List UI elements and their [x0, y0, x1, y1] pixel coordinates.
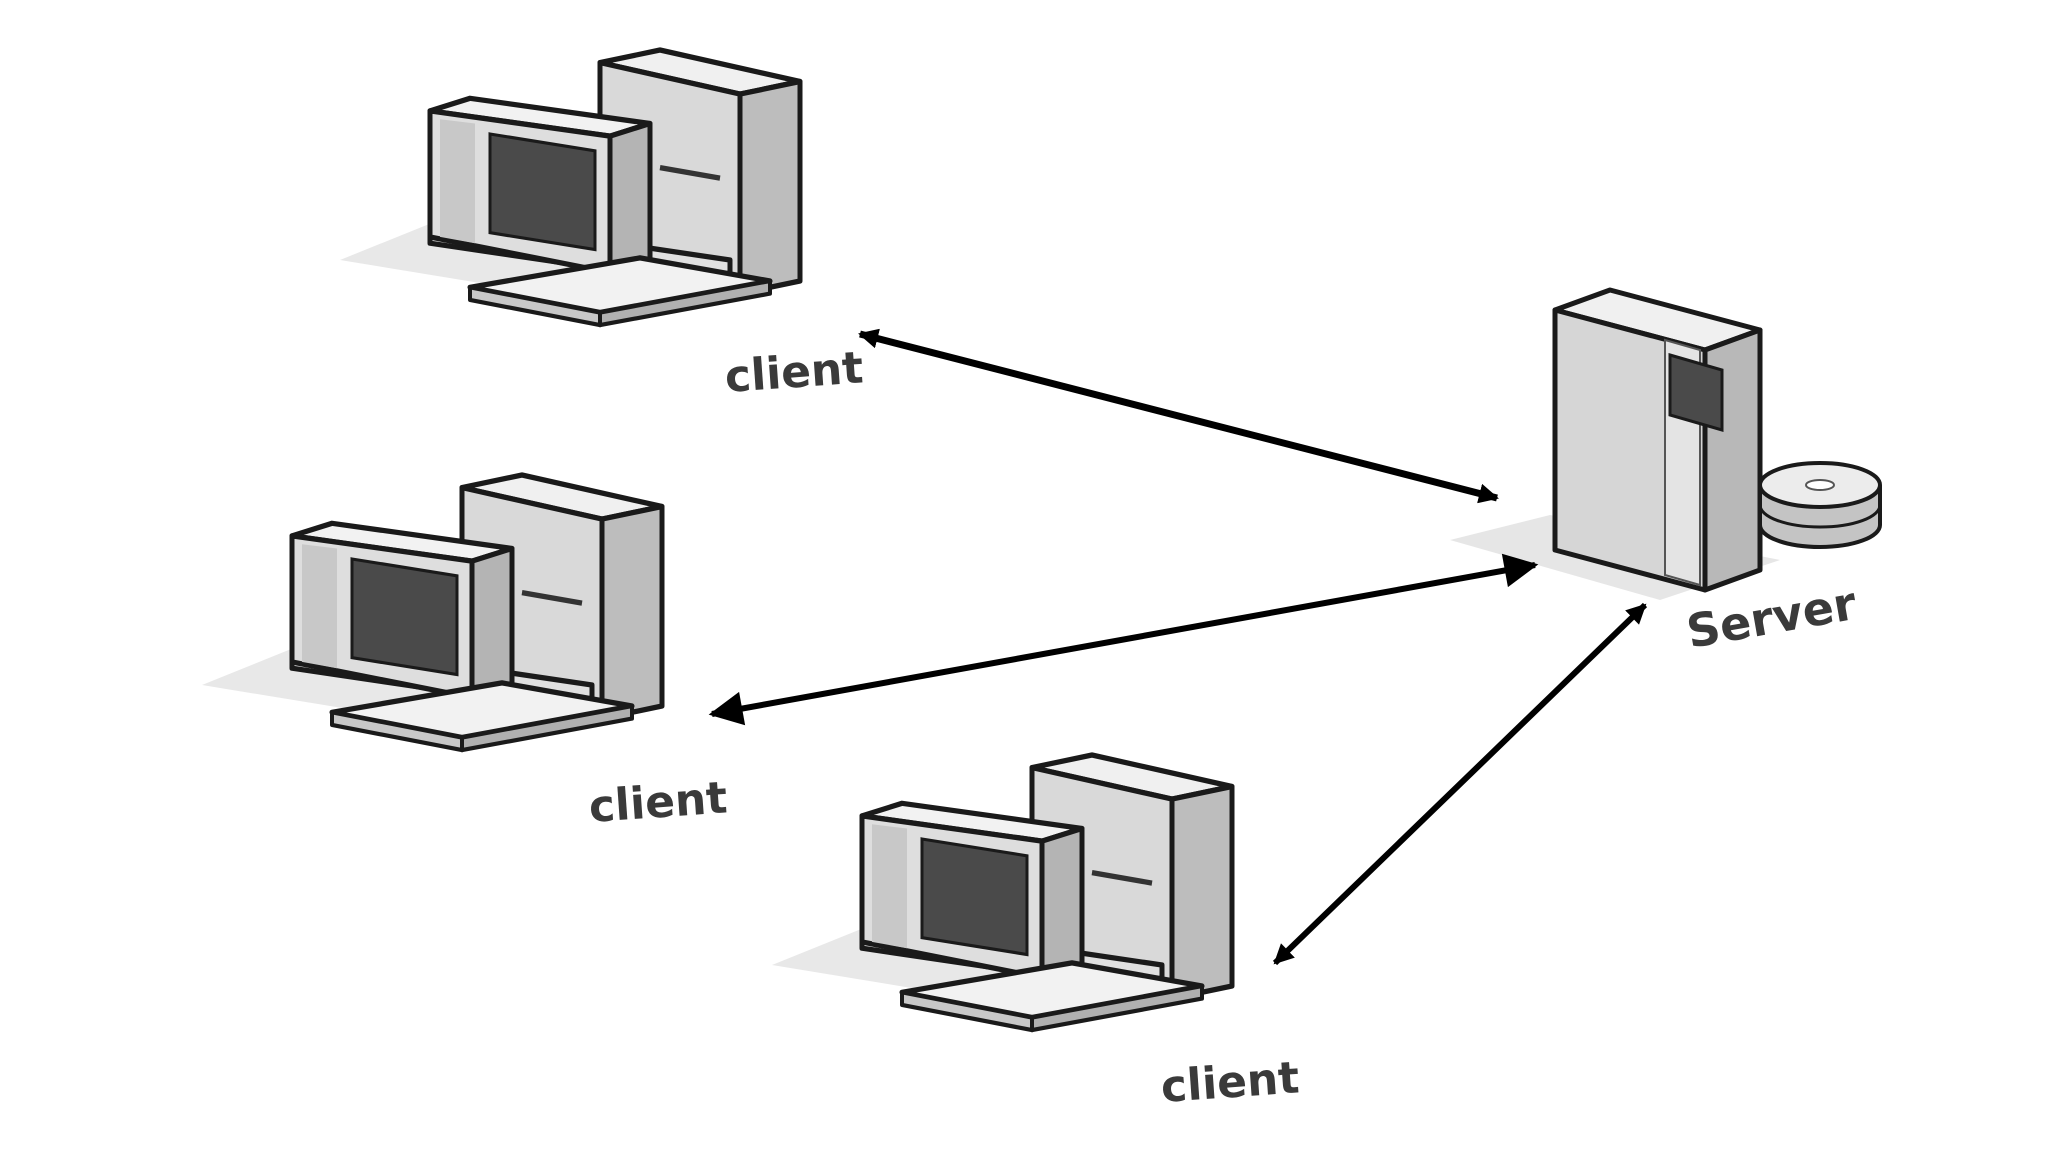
client-bottom-label: client: [1159, 1052, 1301, 1113]
computer-icon: [772, 755, 1232, 1030]
client-middle-label: client: [587, 772, 729, 833]
arrow-client-top-server: [858, 328, 1499, 504]
client-top-label: client: [723, 342, 865, 403]
client-top-computer: client: [340, 50, 865, 403]
server-node: Server: [1450, 287, 1882, 659]
client-bottom-computer: client: [772, 755, 1301, 1113]
computer-icon: [340, 50, 800, 325]
arrow-client-bottom-server: [1272, 602, 1648, 966]
computer-icon: [202, 475, 662, 750]
client-middle-computer: client: [202, 475, 729, 833]
server-drive-bay: [1668, 353, 1724, 432]
arrow-client-middle-server: [708, 553, 1539, 726]
database-disk-icon: [1758, 461, 1882, 549]
